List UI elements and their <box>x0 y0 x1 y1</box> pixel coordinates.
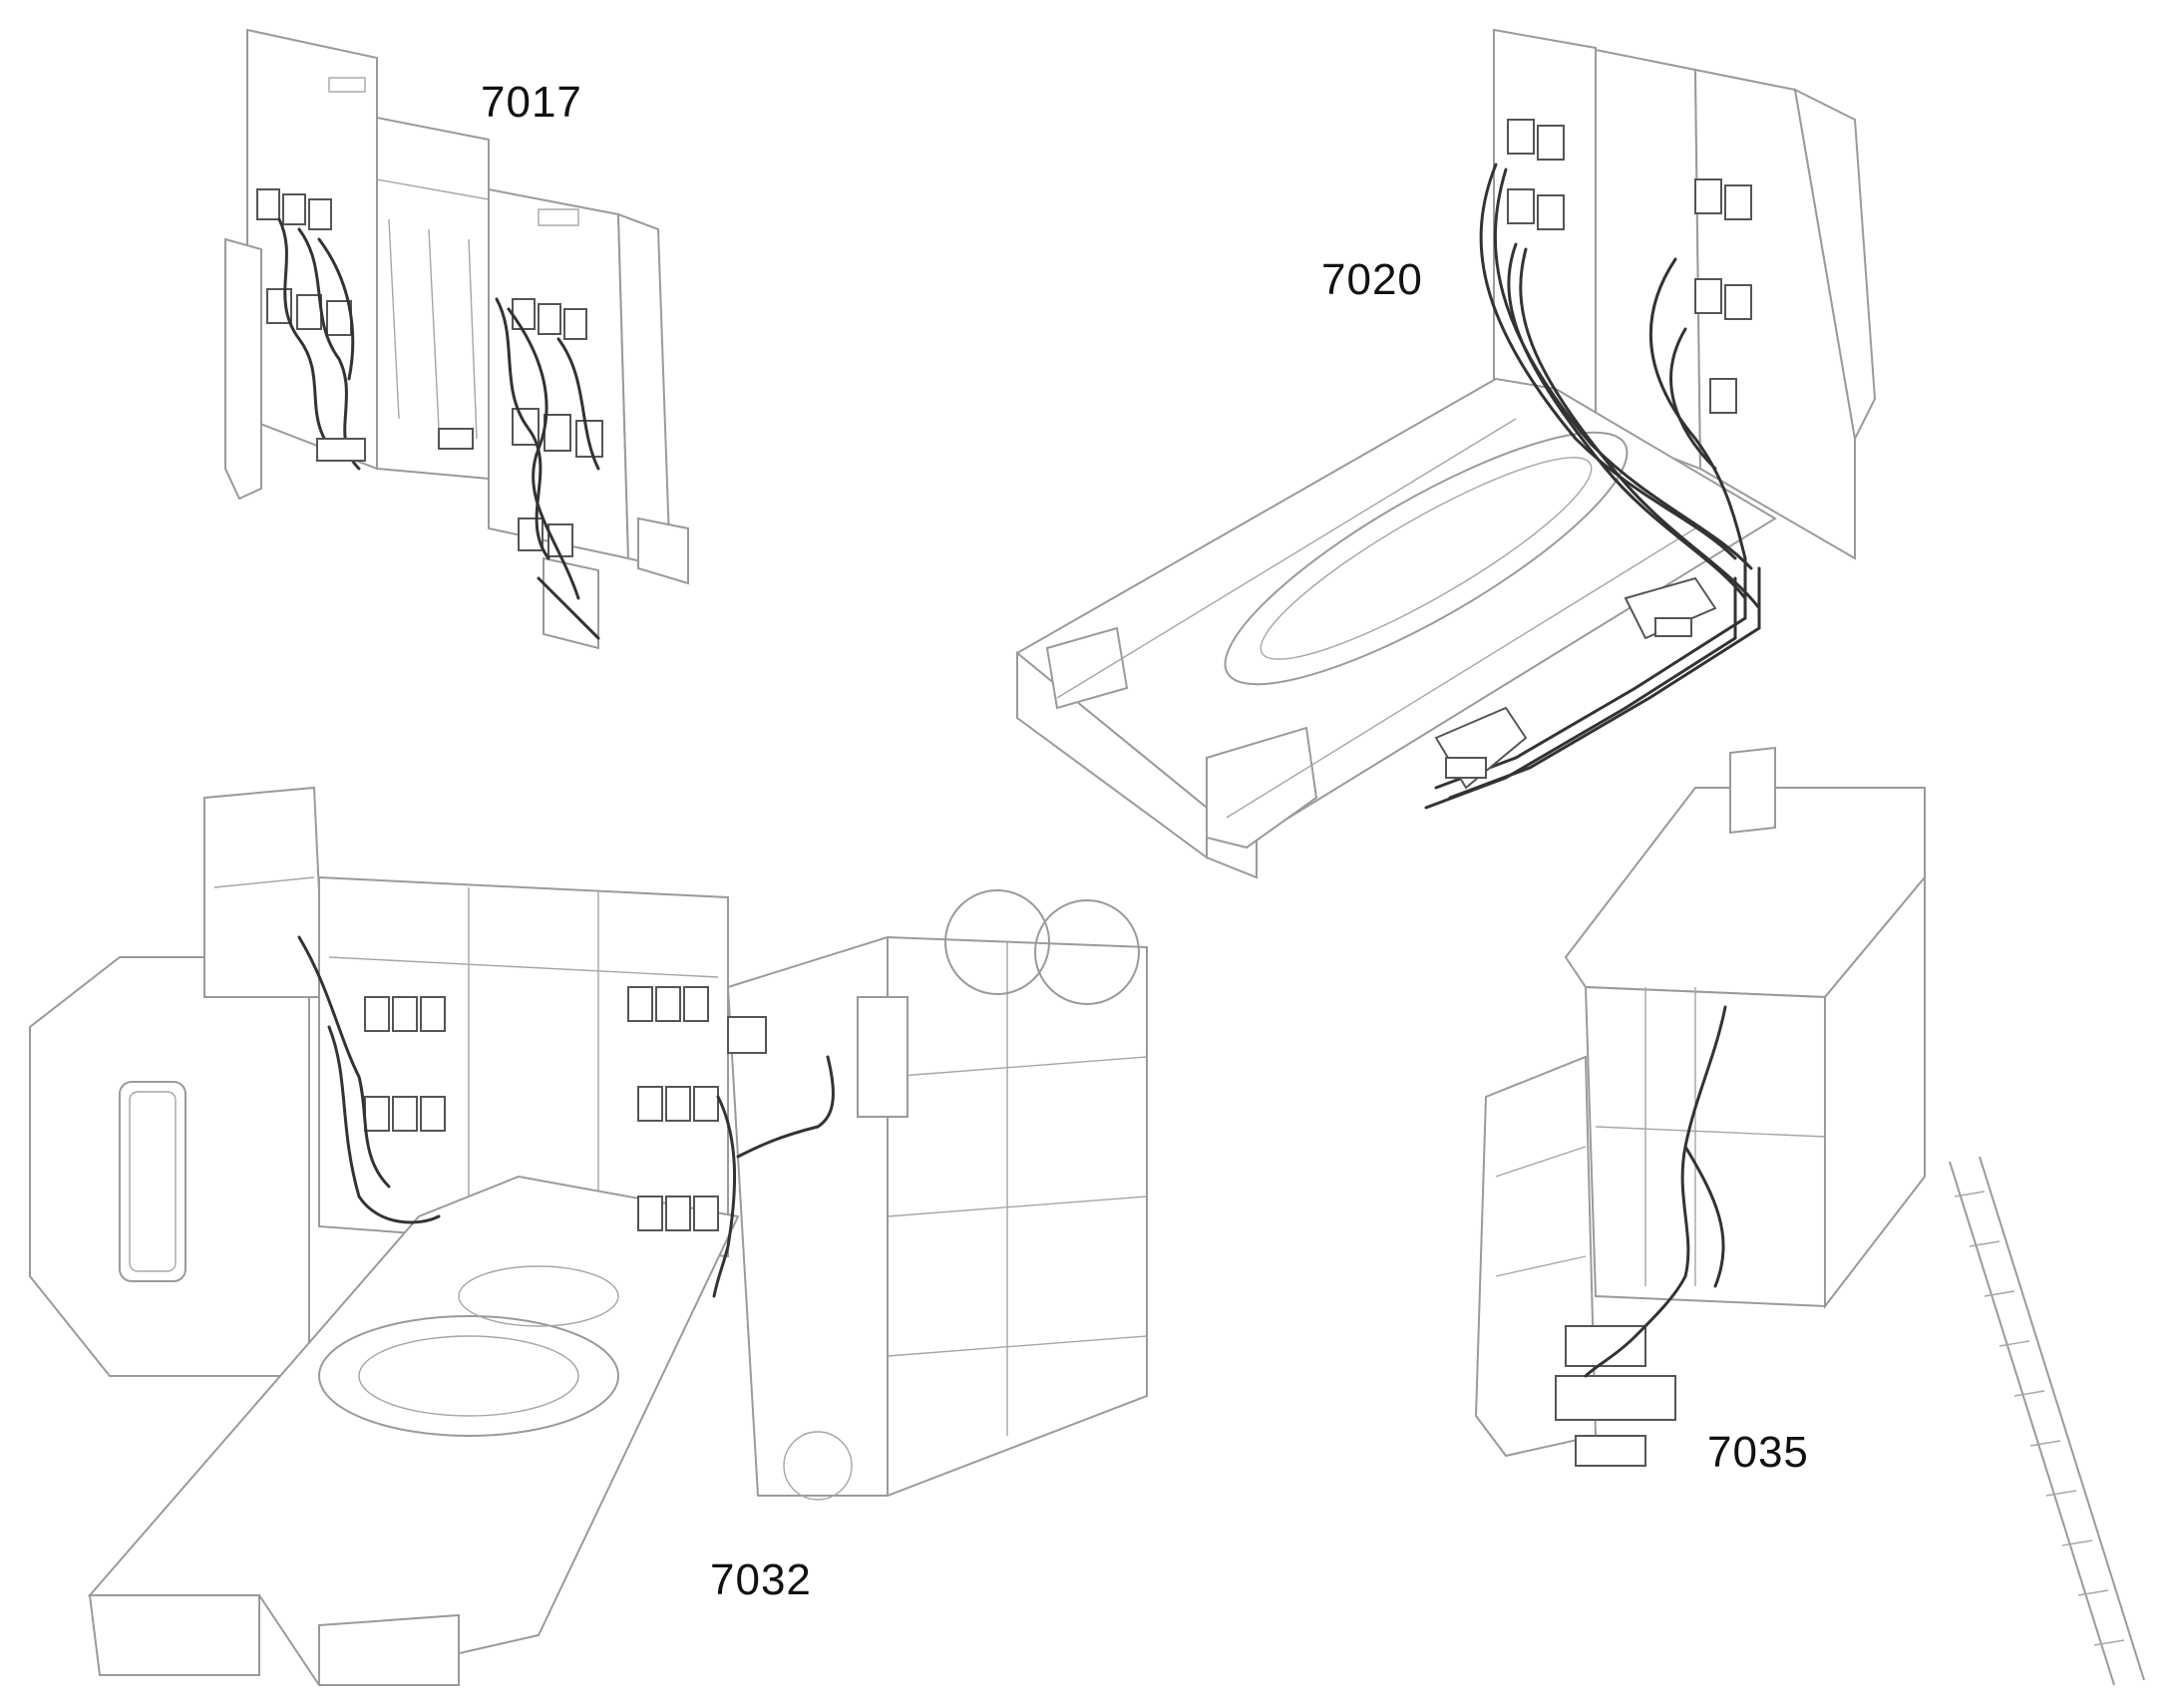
assembly-label-7035: 7035 <box>1707 1428 1809 1477</box>
assembly-label-7020: 7020 <box>1321 255 1423 304</box>
assembly-label-7017: 7017 <box>481 78 582 127</box>
assembly-7017-drawing <box>224 28 689 650</box>
assembly-7035-drawing <box>1474 746 2145 1686</box>
assembly-7020-drawing <box>1015 28 1877 879</box>
assembly-7032-drawing <box>29 786 1148 1687</box>
assembly-label-7032: 7032 <box>710 1555 812 1604</box>
